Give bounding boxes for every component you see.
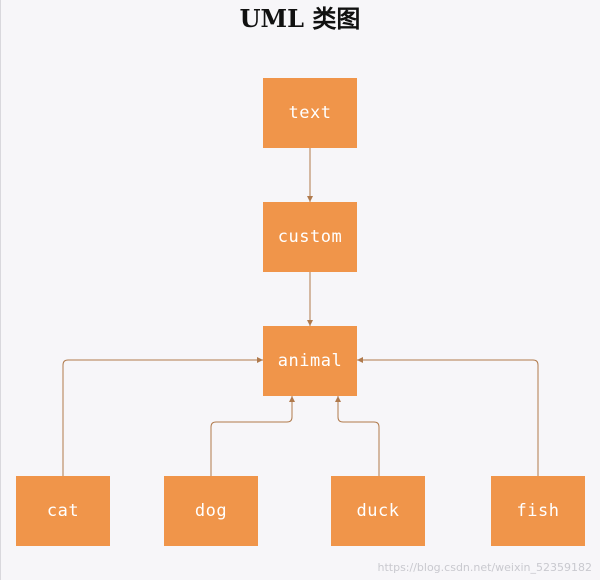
connector-duck-animal bbox=[335, 396, 380, 476]
node-dog[interactable]: dog bbox=[164, 476, 258, 546]
diagram-title: UML 类图 bbox=[239, 4, 361, 33]
page-left-border bbox=[0, 0, 1, 580]
connector-cat-animal bbox=[62, 357, 263, 476]
connector-dog-animal bbox=[210, 396, 295, 476]
node-animal[interactable]: animal bbox=[263, 326, 357, 396]
node-text[interactable]: text bbox=[263, 78, 357, 148]
node-fish[interactable]: fish bbox=[491, 476, 585, 546]
node-custom[interactable]: custom bbox=[263, 202, 357, 272]
watermark: https://blog.csdn.net/weixin_52359182 bbox=[377, 561, 592, 574]
node-duck[interactable]: duck bbox=[331, 476, 425, 546]
connector-fish-animal bbox=[357, 357, 539, 476]
node-cat[interactable]: cat bbox=[16, 476, 110, 546]
